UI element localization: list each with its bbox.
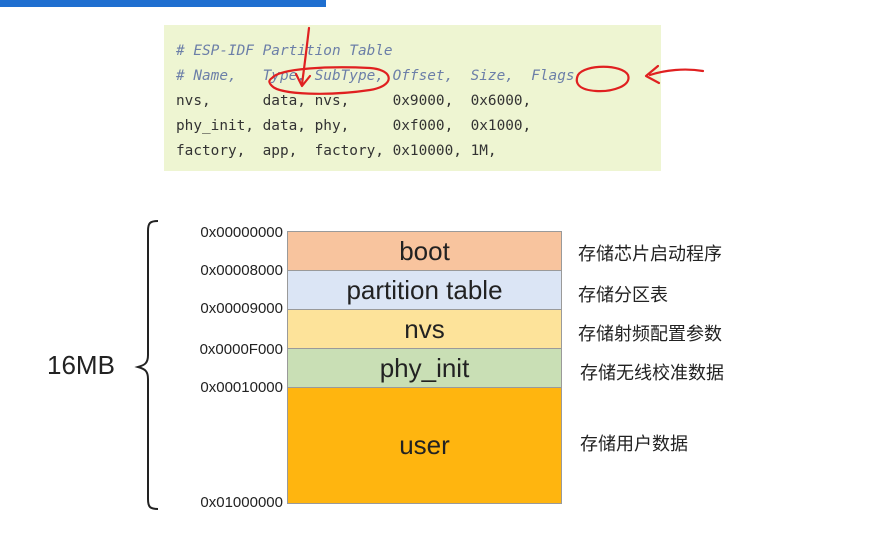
address-label: 0x00010000 [200, 379, 283, 396]
segment-label: phy_init [379, 352, 470, 383]
segment-label: partition table [346, 274, 503, 305]
segment-partition-table: partition table [287, 270, 562, 310]
address-label: 0x00000000 [200, 224, 283, 241]
segment-label: nvs [404, 313, 445, 344]
segment-label: user [399, 430, 450, 460]
total-size-label: 16MB [47, 350, 115, 380]
address-label: 0x0000F000 [199, 341, 283, 358]
code-line-comment-header: # Name, Type, SubType, Offset, Size, Fla… [176, 68, 575, 84]
segment-phy-init: phy_init [287, 348, 562, 388]
segment-nvs: nvs [287, 309, 562, 349]
segment-description: 存储芯片启动程序 [578, 244, 722, 265]
segment-description: 存储用户数据 [580, 434, 688, 455]
size-brace-icon [134, 220, 159, 510]
address-label: 0x00008000 [200, 262, 283, 279]
top-accent-bar [0, 0, 326, 7]
code-line-nvs: nvs, data, nvs, 0x9000, 0x6000, [176, 93, 532, 109]
segment-label: boot [399, 235, 450, 266]
code-line-factory: factory, app, factory, 0x10000, 1M, [176, 143, 497, 159]
segment-description: 存储无线校准数据 [580, 363, 724, 384]
address-label: 0x00009000 [200, 300, 283, 317]
partition-table-code-block: # ESP-IDF Partition Table # Name, Type, … [164, 25, 661, 171]
address-label: 0x01000000 [200, 494, 283, 511]
segment-user: user [287, 387, 562, 504]
segment-description: 存储分区表 [578, 285, 668, 306]
code-line-comment-title: # ESP-IDF Partition Table [176, 43, 393, 59]
segment-boot: boot [287, 231, 562, 271]
segment-description: 存储射频配置参数 [578, 324, 722, 345]
code-line-phy-init: phy_init, data, phy, 0xf000, 0x1000, [176, 118, 532, 134]
